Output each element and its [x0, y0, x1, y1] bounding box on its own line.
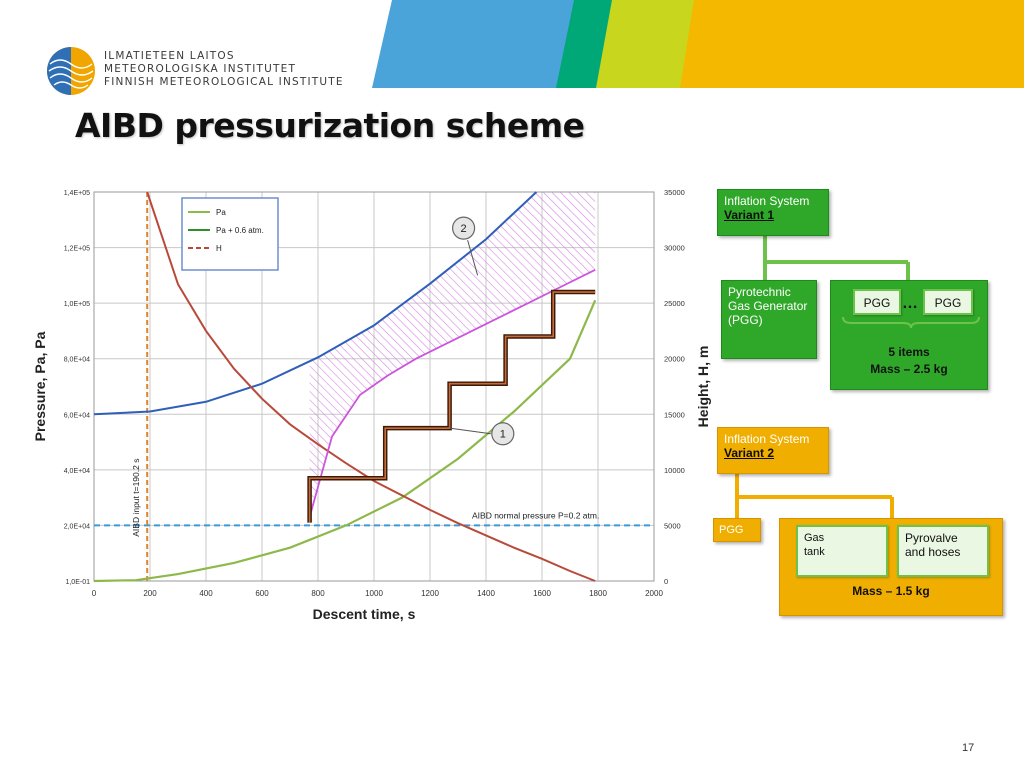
y-left-tick-label: 8,0E+04 [64, 357, 90, 364]
x-tick-label: 1400 [477, 589, 495, 598]
y-right-tick-label: 5000 [664, 521, 681, 530]
y-right-tick-label: 25000 [664, 299, 685, 308]
banner-blue-stripe [372, 0, 580, 88]
gas-tank-label: Gas tank [804, 532, 825, 558]
y-right-tick-label: 30000 [664, 244, 685, 253]
y-right-tick-label: 0 [664, 577, 668, 586]
pgg-description-text: Pyrotechnic Gas Generator (PGG) [728, 285, 808, 327]
x-tick-label: 1200 [421, 589, 439, 598]
plot-frame [93, 191, 655, 582]
callout-circle [452, 216, 476, 240]
pgg-group-box: PGG PGG … 5 items Mass – 2.5 kg [830, 280, 988, 390]
institute-name-fi: ILMATIETEEN LAITOS [104, 50, 235, 62]
institute-name-en: FINNISH METEOROLOGICAL INSTITUTE [104, 76, 344, 88]
series-steps-line [308, 291, 596, 523]
x-tick-label: 200 [143, 589, 157, 598]
callout-leader [467, 239, 479, 276]
pgg-ellipsis: … [902, 295, 918, 312]
pgg-description-box: Pyrotechnic Gas Generator (PGG) [721, 280, 817, 359]
pyrovalve-box: Pyrovalve and hoses [897, 525, 989, 577]
legend-label: Pa + 0.6 atm. [216, 226, 264, 235]
y-right-tick-label: 20000 [664, 355, 685, 364]
slide-title: AIBD pressurization scheme [75, 106, 585, 145]
pgg-group-brace [842, 316, 980, 329]
series-line-upper-envelope [308, 268, 596, 518]
y-right-tick-label: 15000 [664, 410, 685, 419]
gas-tank-box: Gas tank [796, 525, 888, 577]
banner-yellow-stripe [680, 0, 1024, 88]
institute-name: ILMATIETEEN LAITOS METEOROLOGISKA INSTIT… [104, 50, 344, 89]
x-tick-label: 1600 [533, 589, 551, 598]
pyrovalve-label: Pyrovalve and hoses [905, 531, 961, 559]
x-tick-label: 600 [255, 589, 269, 598]
callout-leader [449, 427, 491, 435]
series-line-pa [93, 299, 597, 583]
banner-lime-stripe [596, 0, 700, 88]
diagram-connectors [735, 234, 910, 518]
institute-logo-icon [47, 47, 95, 95]
pgg-item-2: PGG [923, 289, 973, 315]
y-left-tick-label: 6,0E+04 [64, 412, 90, 419]
y-right-tick-label: 10000 [664, 466, 685, 475]
x-tick-label: 400 [199, 589, 213, 598]
y-left-tick-label: 2,0E+04 [64, 523, 90, 530]
pgg-variant-2-label: PGG [719, 524, 744, 536]
x-tick-label: 1800 [589, 589, 607, 598]
callout-circle [491, 422, 515, 446]
variant-1-heading: Inflation System [724, 194, 810, 208]
x-tick-label: 2000 [645, 589, 663, 598]
y-left-axis-label: Pressure, Pa, Pa [32, 331, 48, 441]
inflation-system-variant-1: Inflation System Variant 1 [717, 189, 829, 236]
x-axis-label: Descent time, s [313, 606, 416, 622]
hatched-region [309, 192, 596, 518]
y-left-tick-label: 1,2E+05 [64, 246, 90, 253]
variant-2-name: Variant 2 [724, 446, 775, 460]
inflation-system-variant-2: Inflation System Variant 2 [717, 427, 829, 474]
aibd-input-label: AIBD input t=190.2 s [131, 459, 141, 537]
page-number: 17 [962, 742, 975, 754]
pgg-item-1-label: PGG [863, 296, 891, 310]
legend-label: Pa [216, 208, 226, 217]
y-left-tick-label: 1,0E-01 [65, 579, 90, 586]
pgg-item-1: PGG [853, 289, 901, 315]
legend-label: H [216, 244, 222, 253]
pgg-group-count: 5 items [888, 345, 930, 359]
institute-name-sv: METEOROLOGISKA INSTITUTET [104, 63, 297, 75]
series-line-pa-0-6-atm- [93, 191, 538, 416]
header-banner [0, 0, 1024, 88]
y-left-tick-label: 1,0E+05 [64, 301, 90, 308]
gas-system-mass: Mass – 1.5 kg [852, 584, 930, 598]
x-tick-label: 800 [311, 589, 325, 598]
normal-pressure-label: AIBD normal pressure P=0.2 atm. [472, 510, 599, 520]
x-tick-label: 1000 [365, 589, 383, 598]
variant-1-name: Variant 1 [724, 208, 775, 222]
pgg-group-mass: Mass – 2.5 kg [870, 362, 948, 376]
y-left-tick-label: 4,0E+04 [64, 468, 90, 475]
callout-number: 1 [500, 429, 506, 441]
pgg-variant-2-box: PGG [713, 518, 761, 542]
y-left-tick-label: 1,4E+05 [64, 190, 90, 197]
y-right-tick-label: 35000 [664, 188, 685, 197]
variant-2-heading: Inflation System [724, 432, 810, 446]
y-right-axis-label: Height, H, m [695, 346, 711, 428]
series-line-h [146, 191, 596, 582]
legend-box [181, 197, 279, 271]
pgg-item-2-label: PGG [934, 296, 962, 310]
gas-system-group-box: Gas tank Pyrovalve and hoses Mass – 1.5 … [779, 518, 1003, 616]
pressure-chart: 0 200 400 600 800 1000 1200 1400 1600 1800 2000 1,0… [32, 188, 711, 622]
x-tick-label: 0 [92, 589, 97, 598]
callout-number: 2 [461, 223, 467, 235]
